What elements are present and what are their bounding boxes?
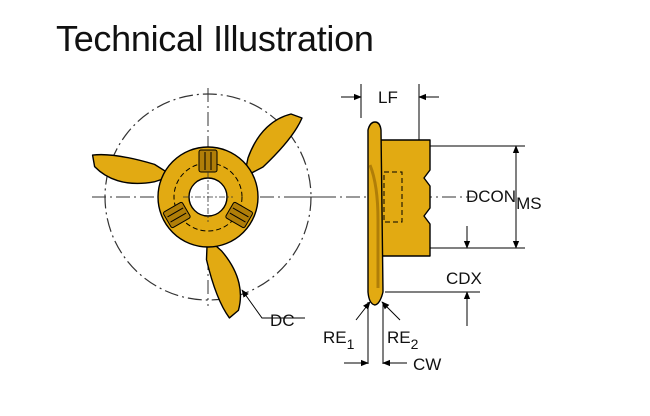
page-title: Technical Illustration (56, 18, 374, 59)
front-view: DC (88, 88, 322, 330)
insert-front (88, 113, 303, 321)
cw-label: CW (413, 355, 441, 374)
dc-label: DC (270, 311, 295, 330)
insert-side-blade (367, 121, 384, 306)
dc-leader (241, 289, 305, 319)
re1-label: RE1 (323, 328, 355, 352)
dcon-label: DCONMS (466, 187, 542, 213)
re2-label: RE2 (387, 328, 419, 352)
side-view: LF DCONMS CDX RE1 RE2 CW (298, 84, 542, 374)
lf-label: LF (378, 88, 398, 107)
insert-side-hub (379, 139, 431, 257)
cdx-label: CDX (446, 269, 482, 288)
